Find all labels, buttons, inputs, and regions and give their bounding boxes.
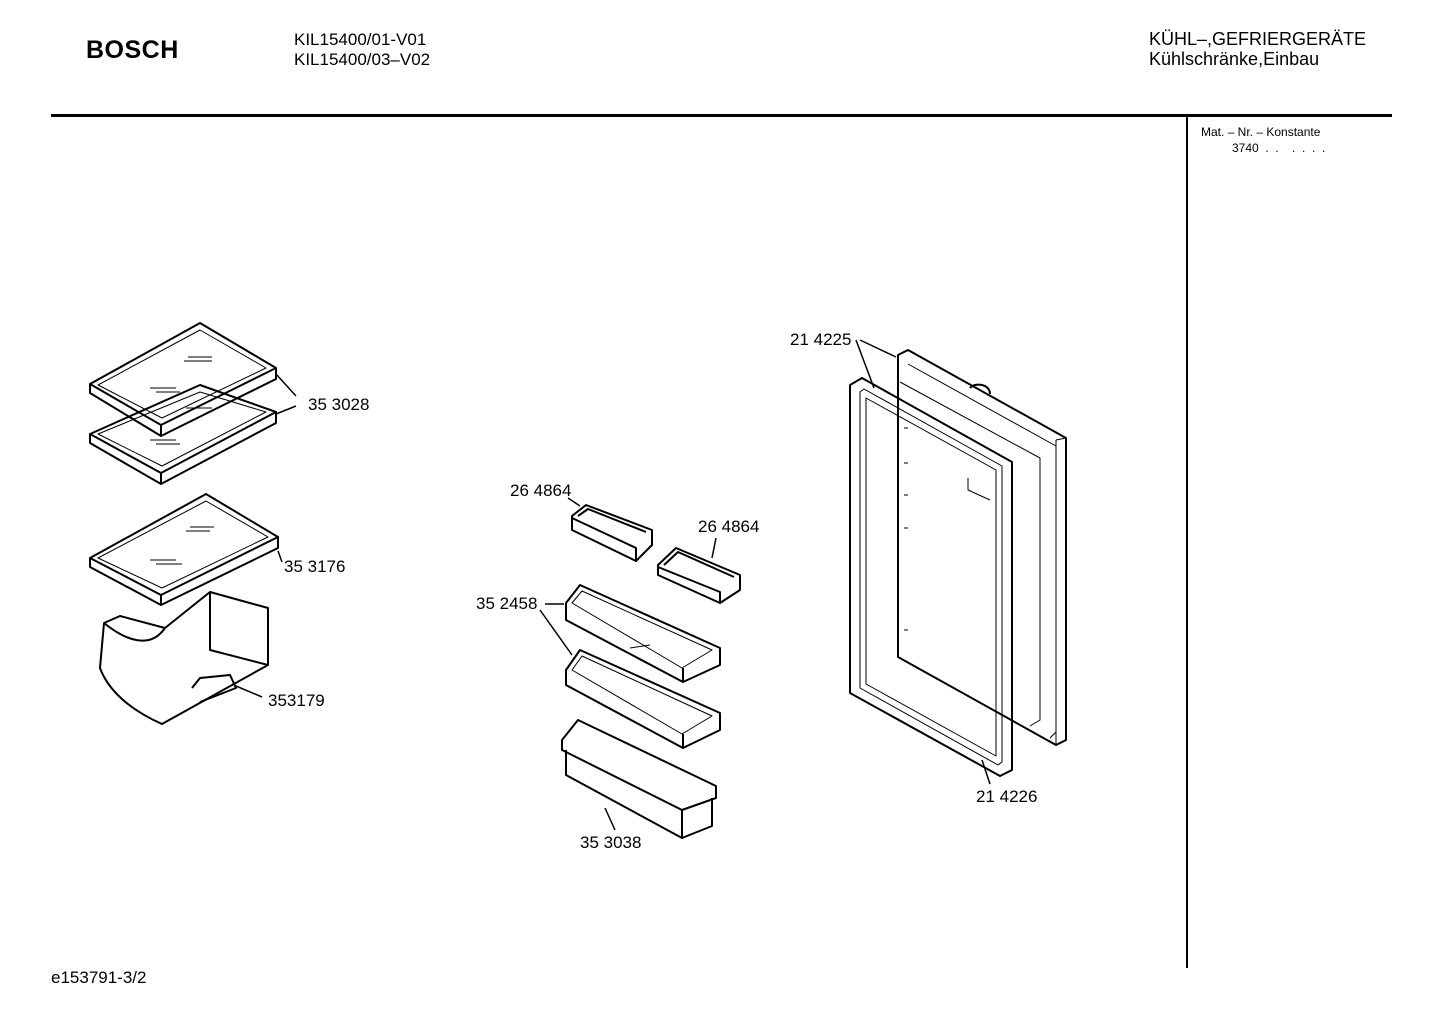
door-bin-small-1 bbox=[571, 504, 653, 562]
door-frame bbox=[897, 349, 1067, 746]
part-label-352458: 35 2458 bbox=[476, 594, 537, 613]
door-bin-deep bbox=[561, 719, 717, 839]
door-bin-long-1 bbox=[565, 584, 721, 683]
door-bin-long-2 bbox=[565, 649, 721, 749]
model-number: KIL15400/01-V01 bbox=[294, 30, 427, 49]
sidebar-divider bbox=[1186, 116, 1188, 968]
part-label-264864-left: 26 4864 bbox=[510, 481, 571, 500]
part-label-214225: 21 4225 bbox=[790, 330, 851, 349]
mat-number-value: 3740 . . . . . . bbox=[1232, 141, 1326, 155]
brand-logo: BOSCH bbox=[86, 36, 179, 64]
header-divider bbox=[51, 114, 1392, 117]
exploded-parts-drawing: 35 3028 35 3176 353179 26 4864 26 4864 3… bbox=[89, 322, 1067, 852]
door-bin-small-2 bbox=[657, 547, 741, 604]
part-labels: 35 3028 35 3176 353179 26 4864 26 4864 3… bbox=[268, 330, 1037, 852]
part-label-353179: 353179 bbox=[268, 691, 325, 710]
category-block: KÜHL–,GEFRIERGERÄTE Kühlschränke,Einbau bbox=[1149, 29, 1366, 69]
model-number: KIL15400/03–V02 bbox=[294, 50, 431, 69]
part-label-264864-right: 26 4864 bbox=[698, 517, 759, 536]
model-numbers: KIL15400/01-V01 KIL15400/03–V02 bbox=[294, 30, 430, 70]
part-label-353028: 35 3028 bbox=[308, 395, 369, 414]
subcategory-title: Kühlschränke,Einbau bbox=[1149, 49, 1320, 69]
part-label-353038: 35 3038 bbox=[580, 833, 641, 852]
glass-shelf-second bbox=[89, 384, 277, 485]
door-gasket bbox=[849, 377, 1013, 777]
glass-shelf-top bbox=[89, 322, 277, 437]
vegetable-drawer bbox=[99, 591, 269, 725]
part-label-214226: 21 4226 bbox=[976, 787, 1037, 806]
mat-number-heading: Mat. – Nr. – Konstante bbox=[1201, 125, 1321, 139]
document-id: e153791-3/2 bbox=[51, 968, 147, 987]
glass-shelf-bottom bbox=[89, 493, 279, 606]
category-title: KÜHL–,GEFRIERGERÄTE bbox=[1149, 29, 1367, 49]
part-label-353176: 35 3176 bbox=[284, 557, 345, 576]
